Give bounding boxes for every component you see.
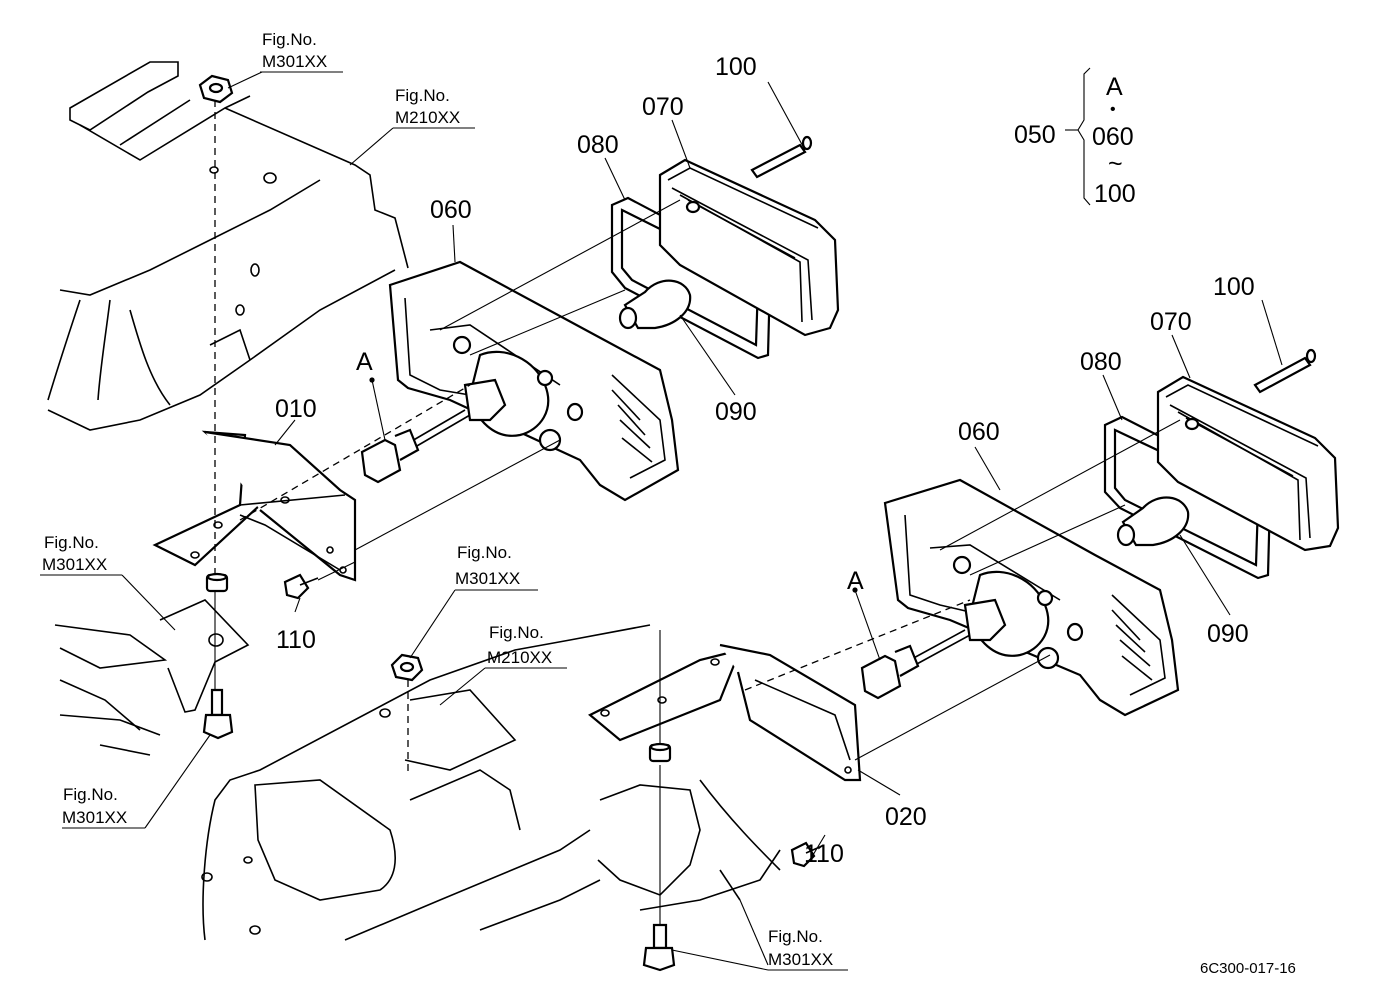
fig-ref-m301-center-line2: M301XX xyxy=(455,569,520,588)
fig-ref-m301-center-line1: Fig.No. xyxy=(457,543,512,562)
callout-left-070: 070 xyxy=(642,93,684,121)
left-spacer-collar xyxy=(205,572,229,593)
bracket-020 xyxy=(588,643,862,782)
callout-bracket-010: 010 xyxy=(275,395,317,423)
callout-left-100: 100 xyxy=(715,53,757,81)
right-screw-100 xyxy=(1253,348,1317,394)
bracket-010 xyxy=(152,430,357,582)
callout-screw-right-110: 110 xyxy=(804,840,844,868)
fig-ref-m210-center-line1: Fig.No. xyxy=(489,623,544,642)
left-bolt xyxy=(202,688,234,740)
callout-bracket-020: 020 xyxy=(885,803,927,831)
callout-left-060: 060 xyxy=(430,196,472,224)
fig-ref-m210-center-line2: M210XX xyxy=(487,648,552,667)
fig-ref-m301-lower-left-line2: M301XX xyxy=(62,808,127,827)
group-legend: 050 A • 060 ~ 100 xyxy=(1014,67,1136,208)
top-flange-nut xyxy=(198,74,234,104)
fig-ref-m210-top-line2: M210XX xyxy=(395,108,460,127)
legend-top: A xyxy=(1106,73,1123,101)
fig-ref-m301-lower-left-line1: Fig.No. xyxy=(63,785,118,804)
callout-screw-left-110: 110 xyxy=(276,626,316,654)
callout-right-070: 070 xyxy=(1150,308,1192,336)
fig-ref-m301-bottom-line1: Fig.No. xyxy=(768,927,823,946)
right-lens-070 xyxy=(1156,375,1340,552)
right-spacer-collar xyxy=(648,742,672,763)
callout-left-090: 090 xyxy=(715,398,757,426)
callout-left-080: 080 xyxy=(577,131,619,159)
callout-right-060: 060 xyxy=(958,418,1000,446)
legend-group-number: 050 xyxy=(1014,121,1056,149)
bottom-bolt xyxy=(642,923,676,972)
left-lamp-housing-060 xyxy=(388,260,680,502)
leader-lines xyxy=(40,71,1283,971)
fig-ref-m210-top-line1: Fig.No. xyxy=(395,86,450,105)
right-lamp-housing-060 xyxy=(883,478,1180,717)
fig-ref-m301-left-line2: M301XX xyxy=(42,555,107,574)
left-bulb-090 xyxy=(618,279,692,330)
callout-right-100: 100 xyxy=(1213,273,1255,301)
legend-tilde: ~ xyxy=(1108,150,1123,178)
callout-right-A: A xyxy=(847,567,864,595)
center-flange-nut xyxy=(390,653,424,682)
left-lens-070 xyxy=(658,158,840,337)
callout-left-A: A xyxy=(356,348,373,376)
left-screw-110 xyxy=(283,573,319,600)
right-wire-harness xyxy=(860,629,971,700)
assembly-lines xyxy=(214,100,1181,925)
fig-ref-m301-top-line1: Fig.No. xyxy=(262,30,317,49)
left-screw-100 xyxy=(750,135,813,179)
callout-right-090: 090 xyxy=(1207,620,1249,648)
right-bulb-090 xyxy=(1116,496,1190,547)
callout-right-080: 080 xyxy=(1080,348,1122,376)
legend-to: 100 xyxy=(1094,180,1136,208)
figure-references: Fig.No. M301XX Fig.No. M210XX Fig.No. M3… xyxy=(42,30,833,969)
fig-ref-m301-bottom-line2: M301XX xyxy=(768,950,833,969)
legend-from: 060 xyxy=(1092,123,1134,151)
upper-chassis-frame xyxy=(47,61,409,431)
part-callouts: 100 070 080 060 090 A 010 110 100 070 08… xyxy=(275,53,1255,868)
fig-ref-m301-left-line1: Fig.No. xyxy=(44,533,99,552)
left-wire-harness xyxy=(360,409,471,484)
right-screw-110 xyxy=(790,841,823,868)
legend-dot: • xyxy=(1110,101,1116,118)
drawing-code: 6C300-017-16 xyxy=(1200,960,1296,977)
lower-chassis-frame xyxy=(201,624,781,941)
fig-ref-m301-top-line2: M301XX xyxy=(262,52,327,71)
